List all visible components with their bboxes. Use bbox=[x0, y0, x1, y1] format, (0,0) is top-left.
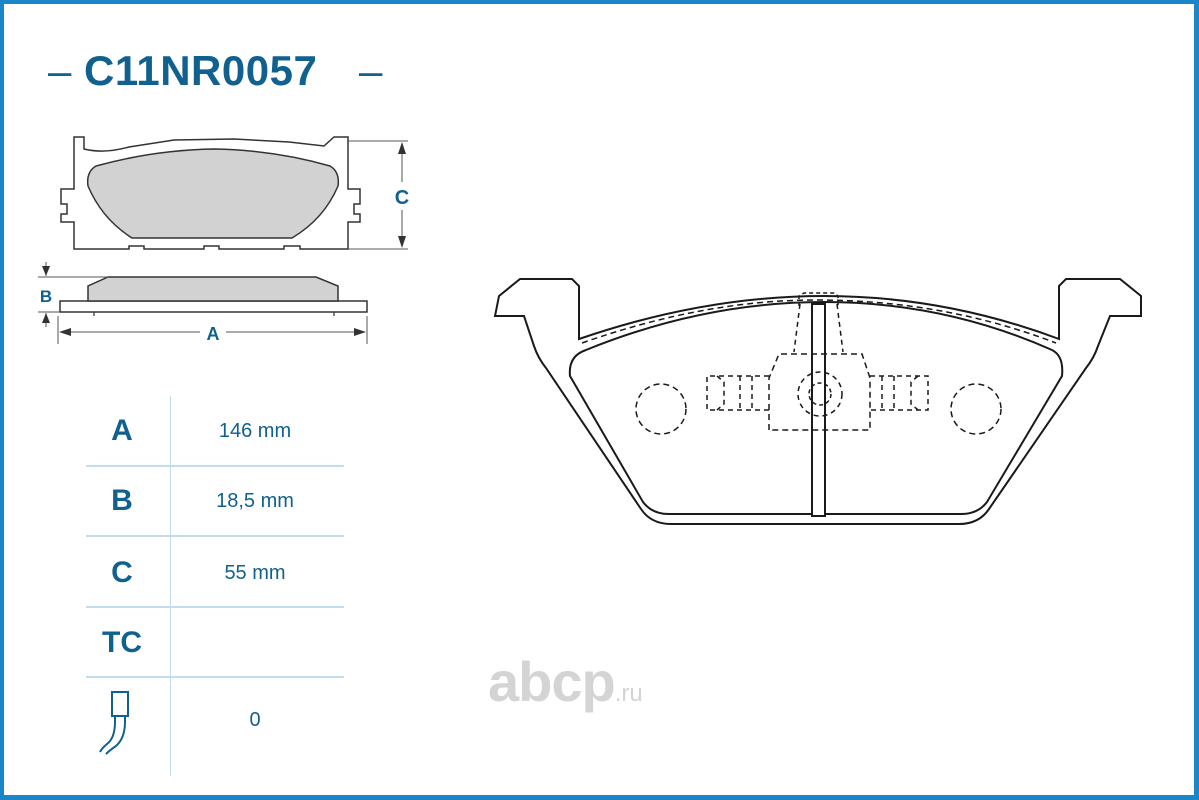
center-boss-dashed bbox=[768, 353, 871, 431]
spec-row-a: A 146 mm bbox=[82, 414, 344, 454]
part-number-title: – C11NR0057 – bbox=[4, 41, 424, 101]
spec-separator bbox=[86, 535, 344, 537]
top-clip-tab bbox=[798, 292, 839, 306]
spec-separator bbox=[86, 676, 344, 678]
product-sheet: – C11NR0057 – C B bbox=[4, 4, 1194, 795]
spec-key: TC bbox=[102, 626, 142, 659]
spec-key: B bbox=[111, 484, 133, 517]
spec-value: 146 mm bbox=[218, 420, 292, 442]
spec-value: 0 bbox=[249, 709, 261, 731]
side-view-friction-pad bbox=[87, 276, 339, 302]
spec-separator bbox=[86, 465, 344, 467]
watermark-tld: .ru bbox=[614, 680, 643, 707]
spec-row-b: B 18,5 mm bbox=[82, 484, 344, 524]
part-number: C11NR0057 bbox=[84, 47, 318, 94]
spec-table: A 146 mm B 18,5 mm C 55 mm TC bbox=[82, 396, 344, 776]
spec-table-divider bbox=[170, 396, 171, 776]
spec-row-c: C 55 mm bbox=[82, 556, 344, 596]
watermark-brand: abcp bbox=[488, 650, 616, 713]
center-hole-outer bbox=[797, 371, 843, 417]
left-tab-dashed bbox=[706, 375, 769, 411]
pad-outline-drawing bbox=[493, 278, 1142, 525]
center-slot bbox=[811, 303, 826, 517]
dimension-label-c: C bbox=[395, 187, 409, 209]
friction-face-outline bbox=[568, 300, 1064, 515]
right-tab-dashed bbox=[870, 375, 929, 411]
spec-row-tc: TC bbox=[82, 626, 344, 666]
spec-key: C bbox=[111, 556, 133, 589]
right-piston-circle bbox=[950, 383, 1002, 435]
front-view-friction-pad bbox=[86, 148, 340, 239]
spec-value: 18,5 mm bbox=[216, 490, 294, 512]
spec-value: 55 mm bbox=[224, 562, 286, 584]
slot-dashed-guide bbox=[793, 303, 844, 353]
spec-key: A bbox=[111, 414, 133, 447]
spec-row-sensor: 0 bbox=[82, 688, 344, 768]
side-view-backing-plate bbox=[59, 300, 368, 313]
title-dash-right: – bbox=[359, 47, 383, 94]
wear-sensor-icon bbox=[82, 688, 162, 758]
dimension-label-a: A bbox=[207, 324, 220, 344]
watermark: abcp.ru bbox=[488, 652, 643, 712]
spec-separator bbox=[86, 606, 344, 608]
dimension-label-b: B bbox=[40, 287, 52, 306]
backing-plate-outline bbox=[493, 278, 1142, 525]
pad-dimension-drawing: C B A bbox=[38, 136, 414, 344]
left-piston-circle bbox=[635, 383, 687, 435]
title-dash-left: – bbox=[48, 47, 72, 94]
center-hole-inner bbox=[808, 382, 832, 406]
